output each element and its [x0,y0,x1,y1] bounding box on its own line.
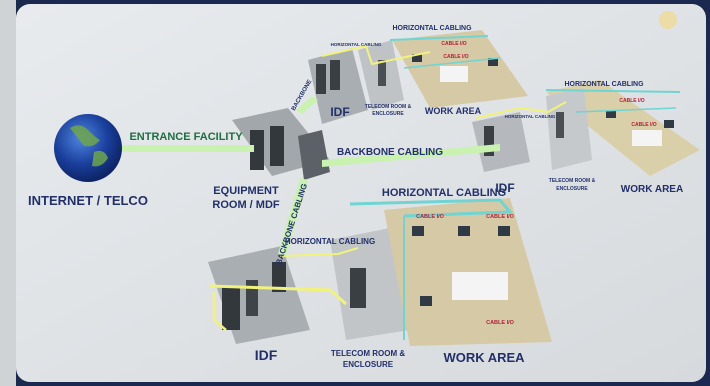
telecom-top-label-2: ENCLOSURE [372,111,404,117]
work-area-right-label: WORK AREA [621,184,683,195]
bottom-yellow-cable-down [212,292,227,331]
cable-io-label: CABLE I/O [486,320,515,326]
telecom-top-rack [378,60,386,86]
backbone-pipe-up [296,96,318,114]
telecom-right-rack [556,112,564,138]
entrance-facility-label: ENTRANCE FACILITY [129,131,243,143]
left-edge-strip [0,0,16,386]
mdf-cabinet [298,130,330,180]
telecom-top-label-1: TELECOM ROOM & [365,104,412,110]
globe-land-1 [70,125,100,147]
cabling-pipes [114,96,500,256]
equipment-room-label-1: EQUIPMENT [213,185,279,197]
cable-io-label: CABLE I/O [619,98,644,104]
top-teal-frame [389,35,489,41]
right-teal-frame [545,89,681,93]
top-building-block [308,30,528,124]
idf-top-label: IDF [330,105,349,119]
right-desk-pc-2 [664,120,674,128]
hc-right-small-label: HORIZONTAL CABLING [505,114,556,119]
top-desk-pc-1 [412,54,422,62]
bottom-desk-pc-4 [420,296,432,306]
cable-io-label: CABLE I/O [486,214,515,220]
bottom-desks-center [452,272,508,300]
cable-io-label: CABLE I/O [443,54,468,60]
equipment-room-label-2: ROOM / MDF [212,199,279,211]
right-building-block [472,80,700,176]
hc-top-label: HORIZONTAL CABLING [392,25,472,32]
right-desks [632,130,662,146]
idf-top-rack-2 [330,60,340,90]
internet-telco-label: INTERNET / TELCO [28,193,148,208]
mdf-rack-1 [250,130,264,170]
telecom-right-label-2: ENCLOSURE [556,186,588,192]
top-horizontal-teal [403,57,501,69]
bottom-building-block [208,198,552,346]
globe-land-2 [92,150,108,167]
telecom-right-label-1: TELECOM ROOM & [549,178,596,184]
work-area-bottom-label: WORK AREA [443,350,525,365]
idf-top-rack-1 [316,64,326,94]
hc-bottom-small-label: HORIZONTAL CABLING [285,237,375,246]
globe-icon [54,114,122,182]
telecom-right-room [546,88,592,170]
cable-io-label: CABLE I/O [631,122,656,128]
equipment-room-block [232,108,330,180]
right-yellow-cable [475,101,567,119]
cable-io-label: CABLE I/O [441,41,466,47]
bottom-teal-frame [349,198,514,218]
cable-io-label: CABLE I/O [416,214,445,220]
bottom-desk-pc-3 [498,226,510,236]
backbone-pipe-down [278,178,308,256]
entrance-pipe [114,145,254,152]
mdf-rack-2 [270,126,284,166]
idf-bottom-label: IDF [255,347,278,363]
internet-globe [54,114,122,182]
backbone-pipe-right [322,144,500,167]
top-desk-pc-2 [488,58,498,66]
bottom-yellow-cable-main [209,284,347,306]
telecom-bottom-label-2: ENCLOSURE [343,360,394,369]
hc-top-small-label: HORIZONTAL CABLING [331,42,382,47]
idf-right-rack [484,126,494,156]
idf-bottom-rack-2 [246,280,258,316]
bottom-yellow-cable-upper [279,247,359,257]
corner-logo [659,11,677,29]
idf-right-label: IDF [495,181,514,195]
backbone-cabling-label: BACKBONE CABLING [337,147,443,158]
top-yellow-cable [321,44,431,66]
hc-right-top-label: HORIZONTAL CABLING [564,81,644,88]
idf-bottom-rack-3 [272,262,286,292]
right-desk-pc-1 [606,110,616,118]
bottom-desk-pc-2 [458,226,470,236]
top-desks [440,66,468,82]
work-area-top-label: WORK AREA [425,106,482,116]
telecom-bottom-label-1: TELECOM ROOM & [331,349,405,358]
bottom-desk-pc-1 [412,226,424,236]
telecom-bottom-room [330,226,410,340]
right-horizontal-teal [575,107,677,113]
idf-bottom-rack-1 [222,286,240,330]
telecom-bottom-rack [350,268,366,308]
hc-bottom-big-label: HORIZONTAL CABLING [382,187,506,199]
